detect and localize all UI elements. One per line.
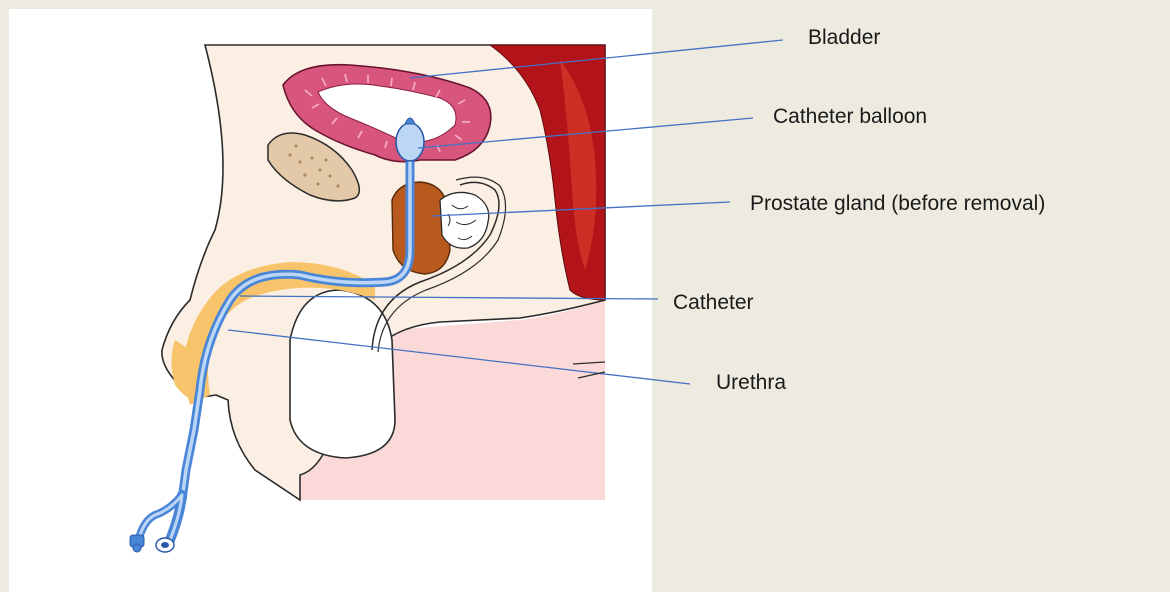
label-catheter-balloon: Catheter balloon bbox=[773, 106, 927, 127]
label-prostate-gland: Prostate gland (before removal) bbox=[750, 193, 1045, 214]
catheter-connector-icon bbox=[130, 535, 174, 552]
catheter-balloon bbox=[396, 123, 424, 161]
label-urethra: Urethra bbox=[716, 372, 786, 393]
scrotum bbox=[290, 290, 395, 458]
label-bladder: Bladder bbox=[808, 27, 880, 48]
label-catheter: Catheter bbox=[673, 292, 754, 313]
